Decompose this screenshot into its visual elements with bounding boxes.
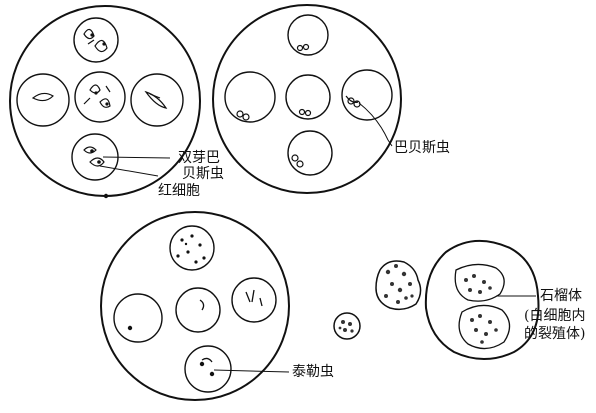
rbc-top-3	[169, 225, 215, 271]
panel-babesia-bovis	[212, 4, 402, 194]
field-circle-1	[9, 5, 201, 197]
rbc-left-3	[113, 293, 163, 343]
panel-babesia-bigemina	[9, 5, 201, 199]
label-babesia-bigemina-2: 贝斯虫	[182, 166, 224, 182]
label-koch-body: 石榴体	[540, 288, 582, 304]
rbc-bottom-2	[287, 130, 333, 176]
small-lymphocyte	[333, 312, 361, 340]
field-circle-3	[100, 211, 290, 401]
large-cell	[424, 239, 540, 360]
rbc-top-2	[287, 14, 329, 56]
field-circle-2	[212, 4, 402, 194]
rbc-right-2	[341, 69, 393, 121]
label-koch-body-note-2: 的裂殖体)	[524, 326, 586, 342]
label-babesia-bigemina-1: 双芽巴	[178, 150, 220, 166]
rbc-right-3	[231, 277, 277, 323]
rbc-center-3	[175, 287, 221, 333]
rbc-left	[16, 73, 70, 127]
label-koch-body-note-1: (白细胞内	[524, 308, 586, 324]
parasites-panel-1	[31, 28, 168, 167]
parasites-panel-2	[236, 43, 361, 168]
label-red-blood-cell: 红细胞	[158, 183, 200, 199]
medium-cell	[375, 260, 422, 311]
rbc-center-2	[285, 74, 331, 120]
rbc-right	[130, 73, 184, 127]
parasites-panel-3	[127, 234, 215, 377]
panel-theileria	[100, 211, 290, 401]
rbc-bottom-3	[184, 345, 232, 393]
label-babesia-bovis: 巴贝斯虫	[394, 140, 450, 156]
koch-bodies	[333, 239, 540, 360]
rbc-left-2	[224, 71, 276, 123]
label-theileria: 泰勒虫	[292, 364, 334, 380]
rbc-top	[73, 17, 119, 63]
rbc-center	[74, 71, 126, 123]
nuclei-panel-1	[90, 33, 109, 199]
